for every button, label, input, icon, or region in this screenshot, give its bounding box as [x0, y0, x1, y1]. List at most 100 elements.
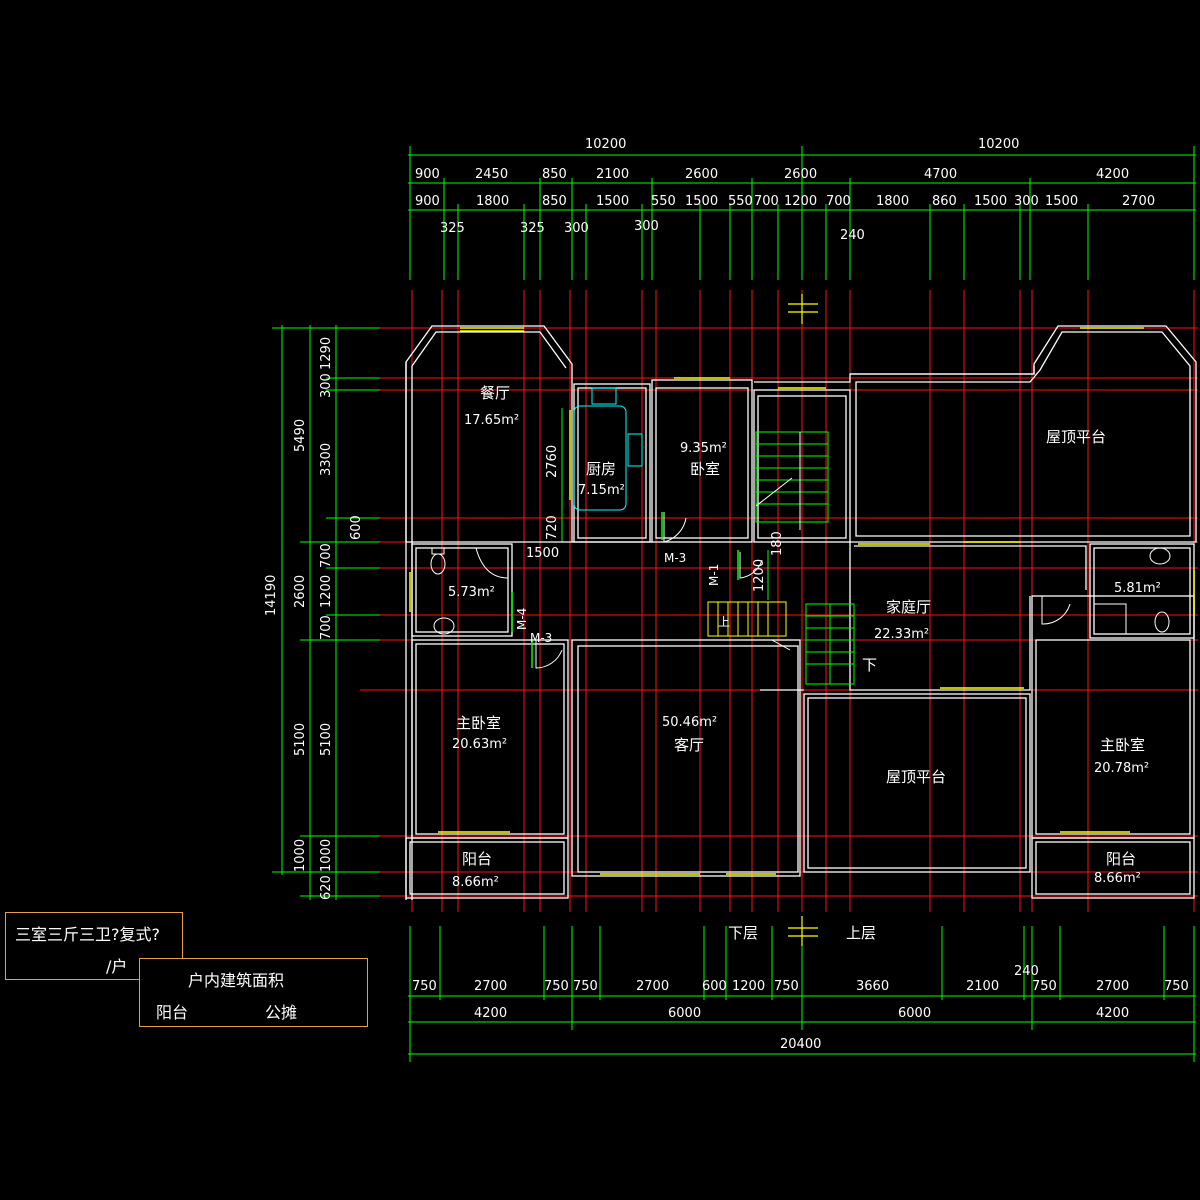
- dim-b2-2: 6000: [668, 1006, 701, 1021]
- room-dining-name: 餐厅: [480, 384, 510, 402]
- dim-left-total: 14190: [264, 575, 279, 616]
- dim-left-i9: 1000: [319, 839, 334, 872]
- dim-r4-3: 300: [564, 221, 589, 236]
- dim-r3-15: 1500: [1045, 194, 1078, 209]
- dim-left-o1: 5490: [293, 419, 308, 452]
- area-box-balcony: 阳台: [156, 1003, 189, 1022]
- left-dimension-texts: 14190 5490 2600 5100 1000 620 300 1290 3…: [264, 337, 364, 900]
- section-markers: [788, 294, 818, 946]
- door-frames: [511, 512, 739, 668]
- dim-r2-2: 2450: [475, 167, 508, 182]
- dim-r2-1: 900: [415, 167, 440, 182]
- room-balcony-left-name: 阳台: [462, 850, 492, 868]
- dim-left-i1: 300: [319, 373, 334, 398]
- floor-label-upper: 上层: [846, 924, 876, 942]
- dim-r3-16: 2700: [1122, 194, 1155, 209]
- dim-b-extra: 240: [1014, 964, 1039, 979]
- door-tag-m1: M-1: [707, 564, 721, 586]
- dim-left-o5: 620: [319, 875, 334, 900]
- dim-left-i5: 700: [319, 543, 334, 568]
- dim-1500: 1500: [526, 546, 559, 561]
- room-master-left-area: 20.63m²: [452, 737, 507, 752]
- stair-down-label: 下: [862, 656, 877, 674]
- dim-r2-8: 4200: [1096, 167, 1129, 182]
- bath-fixtures: [430, 547, 1171, 635]
- staircase-down: [805, 603, 855, 685]
- title-line-2: /户: [106, 957, 128, 976]
- room-family-name: 家庭厅: [886, 598, 931, 616]
- dim-b1-7: 1200: [732, 979, 765, 994]
- left-dimension-lines: [272, 325, 380, 900]
- dim-left-i3: 3300: [319, 443, 334, 476]
- room-master-right-name: 主卧室: [1100, 736, 1145, 754]
- dim-r3-8: 700: [754, 194, 779, 209]
- room-master-right-area: 20.78m²: [1094, 761, 1149, 776]
- room-balcony-left-area: 8.66m²: [452, 875, 499, 890]
- dim-r3-10: 700: [826, 194, 851, 209]
- dim-b1-3: 750: [544, 979, 569, 994]
- dim-b-total: 20400: [780, 1037, 821, 1052]
- dim-r4-1: 325: [440, 221, 465, 236]
- dim-r3-11: 1800: [876, 194, 909, 209]
- dim-r2-3: 850: [542, 167, 567, 182]
- top-dimension-texts: 10200 10200 900 2450 850 2100 2600 2600 …: [415, 137, 1155, 243]
- windows: [409, 327, 1195, 875]
- dim-top-1: 10200: [585, 137, 626, 152]
- dim-r2-7: 4700: [924, 167, 957, 182]
- dim-r3-4: 1500: [596, 194, 629, 209]
- dim-r3-14: 300: [1014, 194, 1039, 209]
- room-dining-area: 17.65m²: [464, 413, 519, 428]
- dim-b2-4: 4200: [1096, 1006, 1129, 1021]
- room-roof-top-name: 屋顶平台: [1046, 428, 1106, 446]
- dim-b1-4: 750: [573, 979, 598, 994]
- washbasin-icon: [433, 617, 455, 635]
- area-box-shared: 公摊: [265, 1003, 298, 1022]
- dim-kitchen-720: 720: [545, 515, 560, 540]
- toilet-icon-right: [1154, 611, 1170, 633]
- dim-b1-5: 2700: [636, 979, 669, 994]
- dim-left-i8: 5100: [319, 723, 334, 756]
- door-tag-m3-1: M-3: [664, 551, 686, 565]
- area-box: 户内建筑面积 阳台 公摊: [139, 958, 368, 1027]
- dim-left-o3: 5100: [293, 723, 308, 756]
- dim-r3-9: 1200: [784, 194, 817, 209]
- dim-b1-9: 3660: [856, 979, 889, 994]
- title-line-1: 三室三斤三卫?复式?: [15, 925, 160, 944]
- kitchen-sink-icon: [591, 387, 617, 405]
- dim-r3-12: 860: [932, 194, 957, 209]
- dim-b2-3: 6000: [898, 1006, 931, 1021]
- room-bedroom-area: 9.35m²: [680, 441, 727, 456]
- room-roof-mid-name: 屋顶平台: [886, 768, 946, 786]
- dim-b2-1: 4200: [474, 1006, 507, 1021]
- door-m1: [739, 552, 763, 579]
- bottom-dimension-texts: 750 2700 750 750 2700 600 1200 750 3660 …: [412, 964, 1189, 1052]
- fixtures: [573, 387, 643, 511]
- room-balcony-right-area: 8.66m²: [1094, 871, 1141, 886]
- dim-180: 180: [770, 531, 785, 556]
- stair-up-label: 上: [718, 615, 730, 629]
- stove-icon: [627, 433, 643, 467]
- room-living-area: 50.46m²: [662, 715, 717, 730]
- dim-b1-12: 2700: [1096, 979, 1129, 994]
- dim-r3-3: 850: [542, 194, 567, 209]
- dim-top-2: 10200: [978, 137, 1019, 152]
- room-master-left-name: 主卧室: [456, 714, 501, 732]
- dim-b1-13: 750: [1164, 979, 1189, 994]
- room-kitchen-name: 厨房: [586, 460, 616, 478]
- top-dimension-lines: [408, 146, 1196, 280]
- dim-b1-8: 750: [774, 979, 799, 994]
- inner-dimensions: 2760 720 1500 1200 180: [526, 408, 785, 600]
- room-bath-right-area: 5.81m²: [1114, 581, 1161, 596]
- shower-icon-right: [1093, 603, 1127, 635]
- dim-kitchen-2760: 2760: [545, 445, 560, 478]
- dim-r3-7: 550: [728, 194, 753, 209]
- door-tag-m3-2: M-3: [530, 631, 552, 645]
- washbasin-icon-right: [1149, 547, 1171, 565]
- dim-left-i4: 600: [349, 515, 364, 540]
- doors: [535, 512, 1071, 669]
- room-family-area: 22.33m²: [874, 627, 929, 642]
- dim-b1-10: 2100: [966, 979, 999, 994]
- door-tags: M-3 M-1 M-4 M-3: [515, 551, 721, 645]
- dim-left-o2: 2600: [293, 575, 308, 608]
